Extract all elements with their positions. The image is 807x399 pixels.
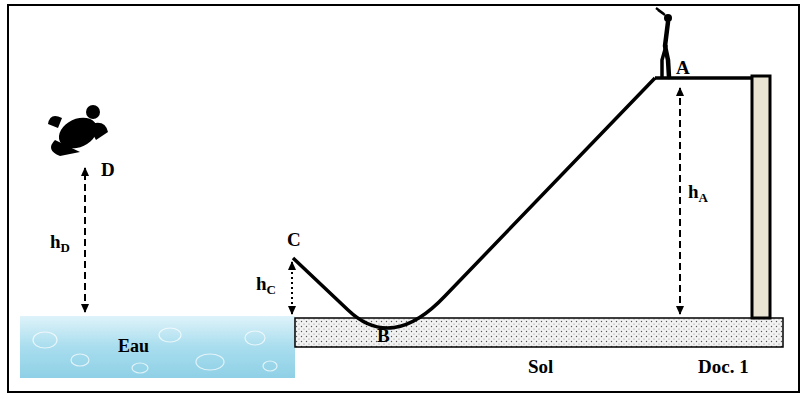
point-label: D: [101, 160, 115, 179]
height-arrow: [84, 168, 86, 312]
height-label: hC: [256, 274, 276, 296]
diver-tucked: [48, 105, 108, 156]
point-label: C: [287, 230, 301, 249]
point-label: B: [377, 326, 390, 345]
water-label: Eau: [118, 337, 149, 355]
height-arrow: [679, 88, 681, 314]
height-label: hA: [688, 182, 708, 204]
water: [20, 316, 295, 378]
document-label: Doc. 1: [698, 357, 749, 376]
height-label: hD: [50, 232, 70, 254]
frame: [8, 5, 799, 392]
height-arrow: [291, 262, 293, 314]
diver-standing: [656, 8, 672, 77]
ground-label: Sol: [528, 357, 553, 376]
slide-track: [293, 78, 655, 328]
point-label: A: [676, 58, 690, 77]
wall: [752, 76, 770, 318]
